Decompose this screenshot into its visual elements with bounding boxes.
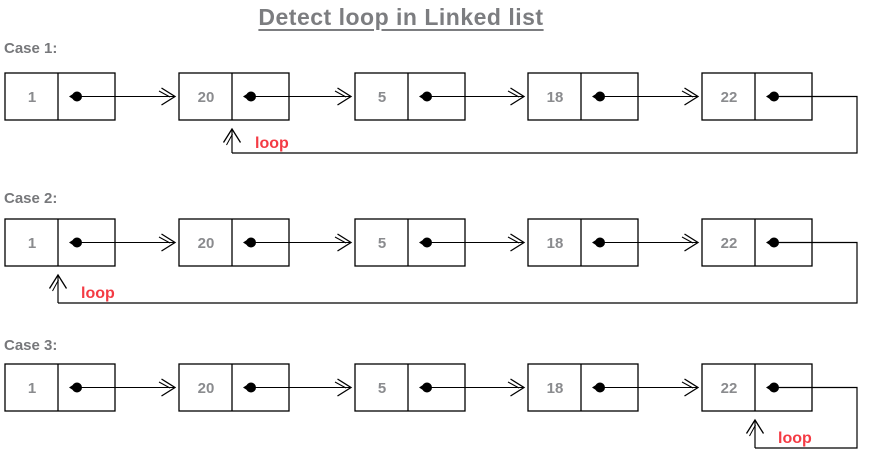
page-title: Detect loop in Linked list bbox=[258, 4, 544, 30]
loop-label: loop bbox=[255, 135, 289, 152]
case-group: Case 3: 1 20 5 18 22 loop bbox=[4, 337, 858, 449]
node-pointer-dot-tail bbox=[766, 92, 773, 101]
node-pointer-dot-tail bbox=[766, 238, 773, 247]
loop-path bbox=[232, 95, 858, 154]
node-pointer-dot-tail bbox=[766, 383, 773, 392]
node-pointer-dot-tail bbox=[419, 92, 426, 101]
node-value: 20 bbox=[198, 235, 215, 252]
node-pointer-dot-tail bbox=[592, 238, 599, 247]
node-value: 20 bbox=[198, 89, 215, 106]
case-group: Case 1: 1 20 5 18 22 loop bbox=[4, 40, 858, 154]
node-value: 22 bbox=[721, 89, 738, 106]
node-pointer-dot-tail bbox=[69, 238, 76, 247]
node-pointer-dot-tail bbox=[243, 383, 250, 392]
node-value: 5 bbox=[378, 380, 386, 397]
node-value: 22 bbox=[721, 380, 738, 397]
loop-path bbox=[58, 241, 858, 304]
node-pointer-dot-tail bbox=[419, 383, 426, 392]
loop-path bbox=[755, 386, 858, 449]
node-value: 1 bbox=[28, 380, 36, 397]
node-value: 18 bbox=[547, 380, 564, 397]
node-value: 1 bbox=[28, 89, 36, 106]
node-value: 5 bbox=[378, 235, 386, 252]
node-pointer-dot-tail bbox=[419, 238, 426, 247]
loop-label: loop bbox=[778, 430, 812, 447]
case-group: Case 2: 1 20 5 18 22 loop bbox=[4, 190, 858, 304]
case-label: Case 1: bbox=[4, 40, 57, 57]
case-label: Case 2: bbox=[4, 190, 57, 207]
node-value: 22 bbox=[721, 235, 738, 252]
node-value: 18 bbox=[547, 235, 564, 252]
node-pointer-dot-tail bbox=[243, 92, 250, 101]
loop-label: loop bbox=[81, 285, 115, 302]
node-value: 18 bbox=[547, 89, 564, 106]
node-value: 5 bbox=[378, 89, 386, 106]
node-pointer-dot-tail bbox=[592, 383, 599, 392]
node-value: 20 bbox=[198, 380, 215, 397]
node-value: 1 bbox=[28, 235, 36, 252]
node-pointer-dot-tail bbox=[592, 92, 599, 101]
case-label: Case 3: bbox=[4, 337, 57, 354]
node-pointer-dot-tail bbox=[69, 383, 76, 392]
node-pointer-dot-tail bbox=[69, 92, 76, 101]
node-pointer-dot-tail bbox=[243, 238, 250, 247]
